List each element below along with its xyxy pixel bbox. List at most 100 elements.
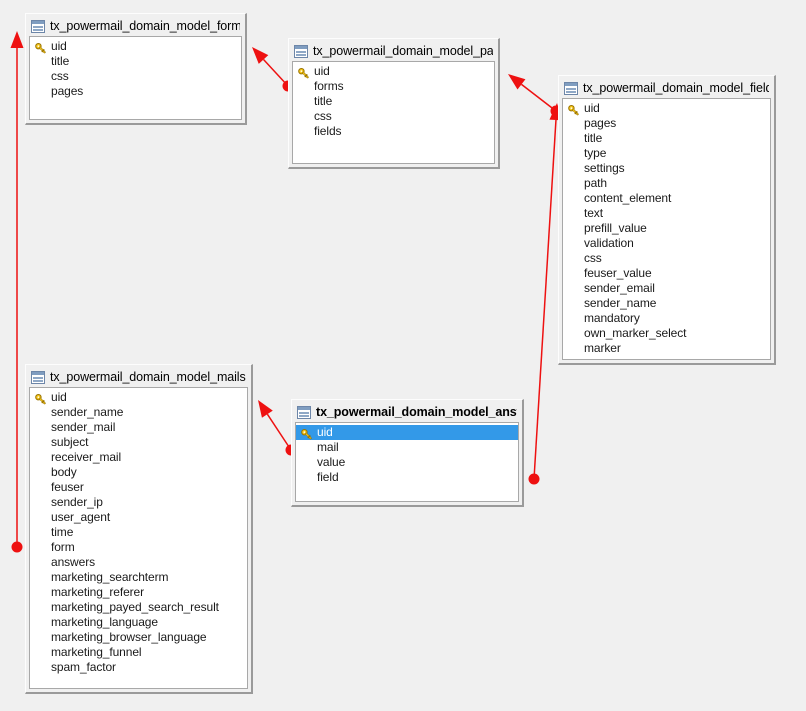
entity-header-answer[interactable]: tx_powermail_domain_model_answer xyxy=(295,403,519,422)
field-row[interactable]: marketing_referer xyxy=(30,585,247,600)
field-row[interactable]: marketing_searchterm xyxy=(30,570,247,585)
field-row[interactable]: feuser xyxy=(30,480,247,495)
field-row[interactable]: title xyxy=(563,131,770,146)
field-icon-spacer xyxy=(567,327,580,340)
field-row[interactable]: css xyxy=(30,69,241,84)
field-label: prefill_value xyxy=(584,221,647,235)
field-icon-spacer xyxy=(34,481,47,494)
field-row[interactable]: own_marker_select xyxy=(563,326,770,341)
field-row[interactable]: type xyxy=(563,146,770,161)
field-row[interactable]: uid xyxy=(563,101,770,116)
field-label: css xyxy=(584,251,602,265)
field-row[interactable]: path xyxy=(563,176,770,191)
relation-fields-to-pages xyxy=(508,74,562,117)
field-label: css xyxy=(314,109,332,123)
field-row[interactable]: sender_name xyxy=(30,405,247,420)
field-label: body xyxy=(51,465,77,479)
field-icon-spacer xyxy=(567,297,580,310)
field-row[interactable]: uid xyxy=(30,39,241,54)
table-icon xyxy=(31,20,45,33)
relation-mails-to-forms xyxy=(10,31,24,553)
field-label: mandatory xyxy=(584,311,640,325)
field-icon-spacer xyxy=(34,616,47,629)
field-icon-spacer xyxy=(297,110,310,123)
field-row[interactable]: pages xyxy=(563,116,770,131)
field-row[interactable]: content_element xyxy=(563,191,770,206)
field-row[interactable]: receiver_mail xyxy=(30,450,247,465)
field-label: marketing_payed_search_result xyxy=(51,600,219,614)
field-row[interactable]: subject xyxy=(30,435,247,450)
field-row[interactable]: marketing_browser_language xyxy=(30,630,247,645)
field-label: type xyxy=(584,146,607,160)
field-row[interactable]: time xyxy=(30,525,247,540)
field-row[interactable]: marketing_payed_search_result xyxy=(30,600,247,615)
field-row[interactable]: body xyxy=(30,465,247,480)
field-row[interactable]: sender_name xyxy=(563,296,770,311)
field-label: form xyxy=(51,540,75,554)
field-icon-spacer xyxy=(34,661,47,674)
entity-table-pages[interactable]: tx_powermail_domain_model_pagesuidformst… xyxy=(288,38,500,169)
field-row[interactable]: css xyxy=(293,109,494,124)
field-label: title xyxy=(51,54,70,68)
field-label: answers xyxy=(51,555,95,569)
arrow-dot-icon xyxy=(528,473,540,485)
field-row[interactable]: text xyxy=(563,206,770,221)
field-row[interactable]: spam_factor xyxy=(30,660,247,675)
field-row-selected[interactable]: uid xyxy=(296,425,518,440)
entity-header-forms[interactable]: tx_powermail_domain_model_forms xyxy=(29,17,242,36)
field-row[interactable]: prefill_value xyxy=(563,221,770,236)
entity-title: tx_powermail_domain_model_answer xyxy=(316,405,517,419)
field-label: title xyxy=(314,94,333,108)
field-row[interactable]: marketing_language xyxy=(30,615,247,630)
field-row[interactable]: settings xyxy=(563,161,770,176)
field-row[interactable]: user_agent xyxy=(30,510,247,525)
field-label: feuser xyxy=(51,480,84,494)
field-row[interactable]: field xyxy=(296,470,518,485)
field-label: field xyxy=(317,470,339,484)
entity-header-fields[interactable]: tx_powermail_domain_model_fields xyxy=(562,79,771,98)
field-row[interactable]: sender_mail xyxy=(30,420,247,435)
field-row[interactable]: title xyxy=(293,94,494,109)
field-row[interactable]: uid xyxy=(30,390,247,405)
field-row[interactable]: value xyxy=(296,455,518,470)
entity-header-pages[interactable]: tx_powermail_domain_model_pages xyxy=(292,42,495,61)
field-row[interactable]: sender_ip xyxy=(30,495,247,510)
primary-key-icon xyxy=(34,40,47,54)
arrowhead-icon xyxy=(508,74,526,90)
field-row[interactable]: uid xyxy=(293,64,494,79)
field-label: marketing_browser_language xyxy=(51,630,207,644)
field-row[interactable]: marketing_funnel xyxy=(30,645,247,660)
field-icon-spacer xyxy=(567,192,580,205)
field-row[interactable]: marker xyxy=(563,341,770,356)
field-row[interactable]: fields xyxy=(293,124,494,139)
field-row[interactable]: title xyxy=(30,54,241,69)
field-row[interactable]: feuser_value xyxy=(563,266,770,281)
field-row[interactable]: forms xyxy=(293,79,494,94)
field-row[interactable]: css xyxy=(563,251,770,266)
field-row[interactable]: pages xyxy=(30,84,241,99)
field-row[interactable]: validation xyxy=(563,236,770,251)
field-row[interactable]: form xyxy=(30,540,247,555)
field-row[interactable]: mail xyxy=(296,440,518,455)
entity-title: tx_powermail_domain_model_forms xyxy=(50,19,240,33)
field-icon-spacer xyxy=(34,646,47,659)
arrow-dot-icon xyxy=(11,541,23,553)
field-icon-spacer xyxy=(34,601,47,614)
entity-header-mails[interactable]: tx_powermail_domain_model_mails xyxy=(29,368,248,387)
field-label: sender_mail xyxy=(51,420,116,434)
field-row[interactable]: mandatory xyxy=(563,311,770,326)
field-row[interactable]: sender_email xyxy=(563,281,770,296)
field-icon-spacer xyxy=(567,162,580,175)
table-icon xyxy=(31,371,45,384)
field-row[interactable]: answers xyxy=(30,555,247,570)
